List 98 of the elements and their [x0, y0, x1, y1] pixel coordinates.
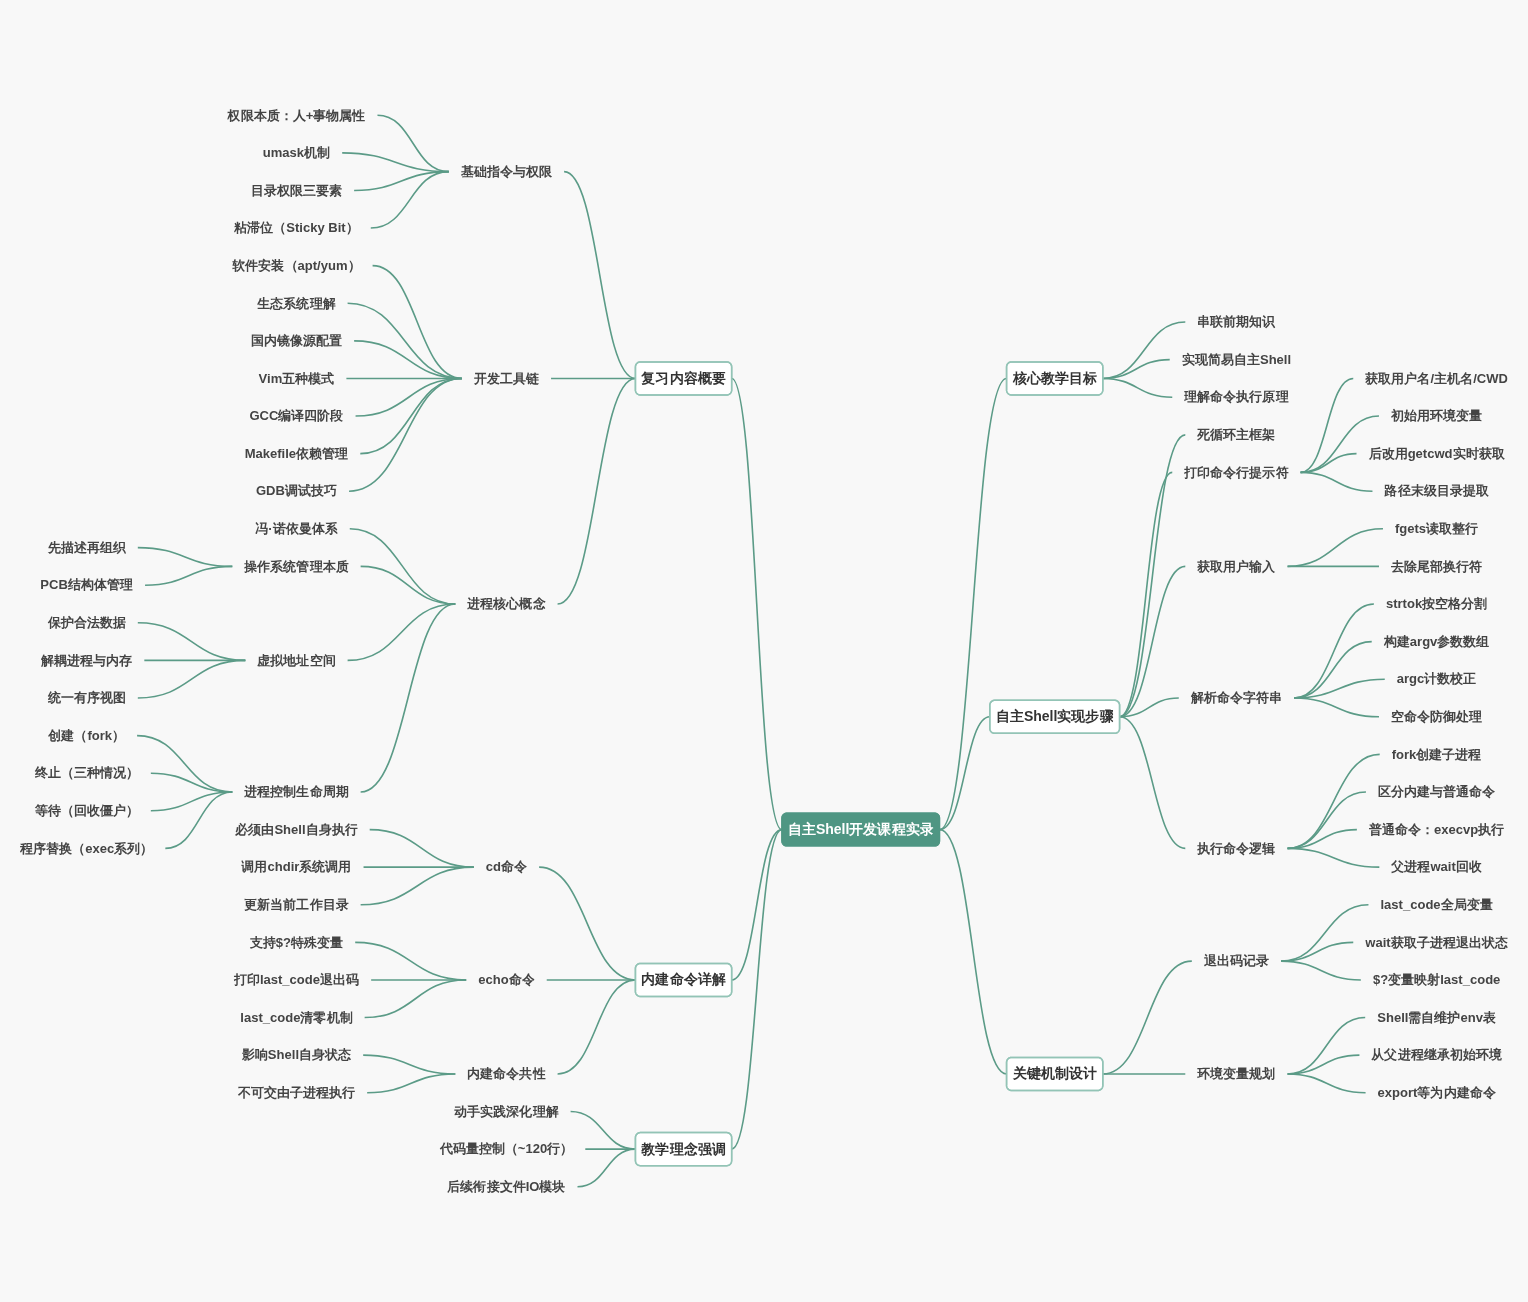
connector	[1286, 1073, 1367, 1094]
node-text: wait获取子进程退出状态	[1365, 934, 1508, 950]
node-text: 打印命令行提示符	[1184, 464, 1289, 480]
node-text: 不可交由子进程执行	[237, 1084, 356, 1101]
node-text: 空命令防御处理	[1391, 709, 1483, 725]
connector	[348, 377, 463, 493]
node-text: 实现简易自主Shell	[1181, 351, 1292, 367]
node-text: 串联前期知识	[1197, 314, 1276, 330]
node-text: 统一有序视图	[47, 690, 126, 706]
connector	[346, 302, 463, 380]
connector	[164, 791, 234, 850]
node-text: 必须由Shell自身执行	[235, 821, 358, 837]
node-text: 保护合法数据	[47, 615, 126, 631]
node-text: 死循环主框架	[1197, 427, 1276, 443]
node-text: echo命令	[478, 972, 535, 988]
node-text: 退出码记录	[1203, 953, 1270, 969]
node-text: 先描述再组织	[47, 539, 126, 555]
node-text: 获取用户名/主机名/CWD	[1365, 370, 1508, 386]
connector	[1293, 697, 1380, 718]
connector	[1286, 791, 1367, 850]
node-text: Makefile依赖管理	[244, 445, 349, 461]
node-text: 进程控制生命周期	[244, 784, 349, 800]
connector	[1286, 828, 1358, 850]
node-text: 构建argv参数数组	[1383, 633, 1490, 649]
connector	[366, 1073, 457, 1094]
connector	[1102, 377, 1174, 399]
node-text: 权限本质：人+事物属性	[227, 107, 366, 123]
node-text: last_code全局变量	[1380, 897, 1493, 913]
node-text: 生态系统理解	[257, 295, 336, 311]
connector	[1286, 753, 1381, 850]
node-text: 获取用户输入	[1197, 558, 1276, 574]
connector	[1299, 415, 1380, 474]
connector	[144, 565, 234, 586]
node-text: 初始用环境变量	[1391, 408, 1483, 424]
node-text: fork创建子进程	[1391, 746, 1482, 762]
node-text: 创建（fork）	[48, 727, 126, 743]
connector	[1299, 471, 1374, 493]
node-text: 冯·诺依曼体系	[255, 521, 338, 537]
node-text: 影响Shell自身状态	[241, 1047, 352, 1063]
connector	[1102, 1073, 1187, 1075]
node-text: cd命令	[485, 859, 528, 875]
node-text: 环境变量规划	[1197, 1066, 1276, 1082]
node-text: 普通命令：execvp执行	[1368, 821, 1505, 837]
node-text: last_code清零机制	[240, 1009, 353, 1025]
node-text: 代码量控制（~120行）	[439, 1141, 574, 1157]
node-text: 国内镜像源配置	[250, 333, 343, 349]
node-text: 打印last_code退出码	[233, 972, 360, 988]
connector	[363, 979, 467, 1019]
node-text: fgets读取整行	[1394, 521, 1479, 537]
node-text: 从父进程继承初始环境	[1371, 1047, 1502, 1063]
node-text: 粘滞位（Sticky Bit）	[234, 220, 359, 236]
node-text: 动手实践深化理解	[454, 1103, 559, 1119]
node-text: 基础指令与权限	[460, 163, 553, 179]
node-text: Shell需自维护env表	[1377, 1009, 1496, 1025]
connector	[1286, 565, 1380, 568]
connector	[1102, 960, 1193, 1075]
connector	[1280, 960, 1362, 981]
node-text: 后续衔接文件IO模块	[447, 1178, 566, 1194]
node-text: argc计数校正	[1396, 671, 1477, 687]
node-text: 终止（三种情况）	[34, 765, 139, 781]
node-text: 解耦进程与内存	[41, 652, 133, 668]
node-text: 路径末级目录提取	[1384, 483, 1489, 499]
node-text: 解析命令字符串	[1190, 690, 1283, 706]
node-text: 虚拟地址空间	[257, 652, 336, 668]
connector	[1102, 321, 1187, 380]
node-text: PCB结构体管理	[40, 577, 134, 593]
connector	[359, 603, 457, 793]
node-text: umask机制	[262, 145, 331, 161]
node-text: 理解命令执行原理	[1184, 389, 1289, 405]
node-text: $?变量映射last_code	[1372, 972, 1501, 988]
node-text: 进程核心概念	[467, 596, 546, 612]
node-text: 操作系统管理本质	[244, 558, 349, 574]
node-text: 执行命令逻辑	[1197, 840, 1276, 856]
node-text: 区分内建与普通命令	[1377, 784, 1496, 800]
connector	[359, 866, 475, 906]
node-text: 开发工具链	[473, 370, 540, 386]
node-text: 父进程wait回收	[1391, 859, 1482, 875]
connector	[137, 659, 247, 699]
connector	[1286, 847, 1381, 868]
connector	[369, 170, 450, 229]
node-text: export等为内建命令	[1377, 1084, 1496, 1101]
node-text: 内建命令共性	[467, 1066, 546, 1082]
node-text: 后改用getcwd实时获取	[1368, 445, 1505, 461]
node-text: 更新当前工作目录	[244, 897, 349, 913]
node-text: 软件安装（apt/yum）	[232, 257, 361, 273]
node-text: 等待（回收僵户）	[34, 803, 139, 819]
connector	[1286, 528, 1384, 568]
node-text: GDB调试技巧	[255, 483, 338, 499]
node-text: 支持$?特殊变量	[249, 934, 344, 950]
node-text: 调用chdir系统调用	[241, 859, 352, 875]
connector	[1299, 377, 1355, 474]
node-text: 去除尾部换行符	[1391, 558, 1483, 574]
node-text: GCC编译四阶段	[249, 408, 344, 424]
node-text: strtok按空格分割	[1385, 596, 1488, 612]
node-text: Vim五种模式	[258, 370, 335, 386]
connector	[576, 1148, 637, 1188]
node-text: 目录权限三要素	[250, 182, 343, 198]
node-text: 程序替换（exec系列）	[20, 840, 154, 856]
